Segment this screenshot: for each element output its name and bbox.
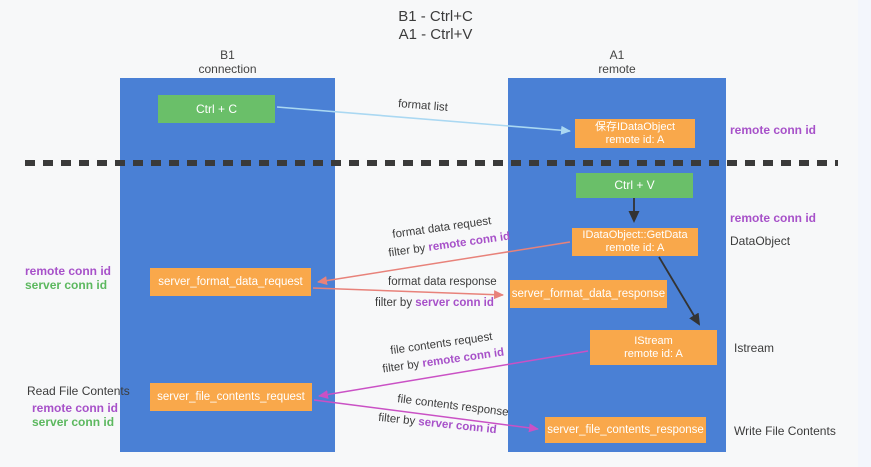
left-column-name: B1 <box>220 48 235 62</box>
server-conn-id-text: server conn id <box>417 416 498 437</box>
left-column-header: B1 connection <box>120 48 335 76</box>
node-ctrl-c: Ctrl + C <box>158 95 275 123</box>
node-ctrl-v-label: Ctrl + V <box>614 178 655 192</box>
title-line-2: A1 - Ctrl+V <box>398 26 473 43</box>
diagram-title: B1 - Ctrl+C A1 - Ctrl+V <box>0 8 871 44</box>
label-format-data-response: format data response <box>388 276 497 288</box>
server-conn-id-text: server conn id <box>415 297 494 309</box>
label-read-file-contents: Read File Contents <box>27 384 130 398</box>
label-filter-by-server-2: filter by server conn id <box>378 412 497 436</box>
filter-by-text: filter by <box>375 297 416 309</box>
node-server-file-contents-response: server_file_contents_response <box>545 417 706 443</box>
filter-by-text: filter by <box>381 357 424 376</box>
node-ctrl-v: Ctrl + V <box>576 173 693 198</box>
label-server-conn-id-left-1: server conn id <box>25 278 108 292</box>
right-column-header: A1 remote <box>508 48 726 76</box>
left-column-subtitle: connection <box>198 62 257 76</box>
node-getdata-line2: remote id: A <box>605 242 665 254</box>
node-istream: IStream remote id: A <box>590 330 717 365</box>
right-edge-strip <box>858 0 871 467</box>
node-server-file-contents-request-label: server_file_contents_request <box>157 390 305 403</box>
label-remote-conn-id-left-2: remote conn id <box>32 401 119 415</box>
label-server-conn-id-left-2: server conn id <box>32 415 115 429</box>
title-line-1: B1 - Ctrl+C <box>398 8 473 25</box>
label-filter-by-server-1: filter by server conn id <box>375 297 494 309</box>
node-idataobject-getdata: IDataObject::GetData remote id: A <box>572 228 698 256</box>
label-remote-conn-id-right-2: remote conn id <box>730 211 817 225</box>
label-format-list: format list <box>397 98 449 114</box>
node-server-format-data-request: server_format_data_request <box>150 268 311 296</box>
node-istream-line1: IStream <box>634 334 673 347</box>
node-server-file-contents-response-label: server_file_contents_response <box>547 423 704 436</box>
node-istream-line2: remote id: A <box>624 347 683 360</box>
label-istream: Istream <box>734 341 775 355</box>
right-column-subtitle: remote <box>598 62 636 76</box>
node-ctrl-c-label: Ctrl + C <box>195 101 237 116</box>
node-save-idataobject-line1: 保存IDataObject <box>594 120 676 133</box>
filter-by-text: filter by <box>387 241 430 260</box>
node-server-format-data-response: server_format_data_response <box>510 280 667 308</box>
node-save-idataobject: 保存IDataObject remote id: A <box>575 119 695 148</box>
node-getdata-line1: IDataObject::GetData <box>582 229 688 241</box>
label-remote-conn-id-left-1: remote conn id <box>25 264 112 278</box>
node-save-idataobject-line2: remote id: A <box>605 133 665 146</box>
node-server-file-contents-request: server_file_contents_request <box>150 383 312 411</box>
node-server-format-data-request-label: server_format_data_request <box>158 275 303 288</box>
label-dataobject: DataObject <box>730 234 791 248</box>
label-remote-conn-id-right-1: remote conn id <box>730 123 817 137</box>
right-column-name: A1 <box>609 48 625 62</box>
node-server-format-data-response-label: server_format_data_response <box>511 287 666 300</box>
filter-by-text: filter by <box>377 411 419 428</box>
label-write-file-contents: Write File Contents <box>734 424 836 438</box>
arrow-format-data-response <box>312 287 504 300</box>
